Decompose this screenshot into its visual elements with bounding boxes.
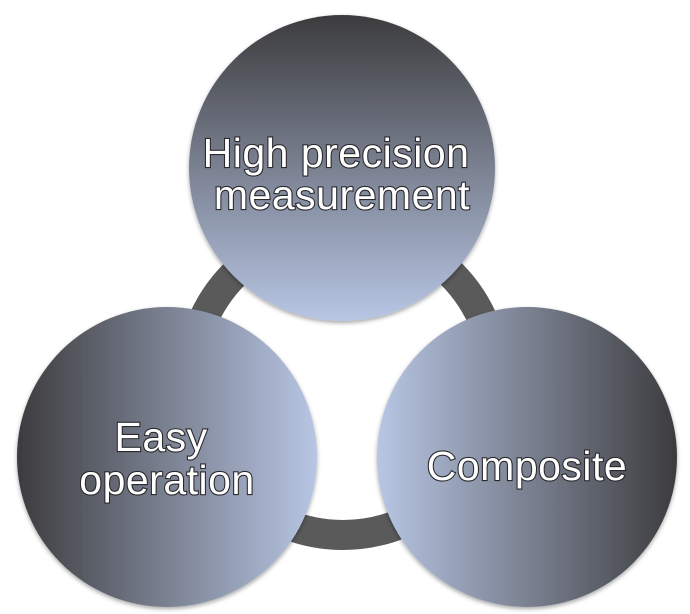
node-top-circle — [189, 15, 495, 321]
node-right-label-line-1: Composite — [427, 443, 627, 489]
node-left-label-line-2: operation — [79, 457, 254, 503]
node-top-label-line-2: measurement — [214, 172, 470, 218]
node-top: High precision measurement — [189, 15, 495, 321]
node-left-circle — [17, 307, 317, 607]
node-top-label: High precision measurement — [203, 130, 482, 218]
node-right: Composite — [377, 307, 677, 607]
node-right-label: Composite — [427, 443, 627, 489]
node-top-label-line-1: High precision — [203, 130, 470, 176]
node-right-circle — [377, 307, 677, 607]
node-left-label: Easy operation — [79, 414, 254, 503]
node-left-label-line-1: Easy — [114, 414, 207, 460]
node-left: Easy operation — [17, 307, 317, 607]
